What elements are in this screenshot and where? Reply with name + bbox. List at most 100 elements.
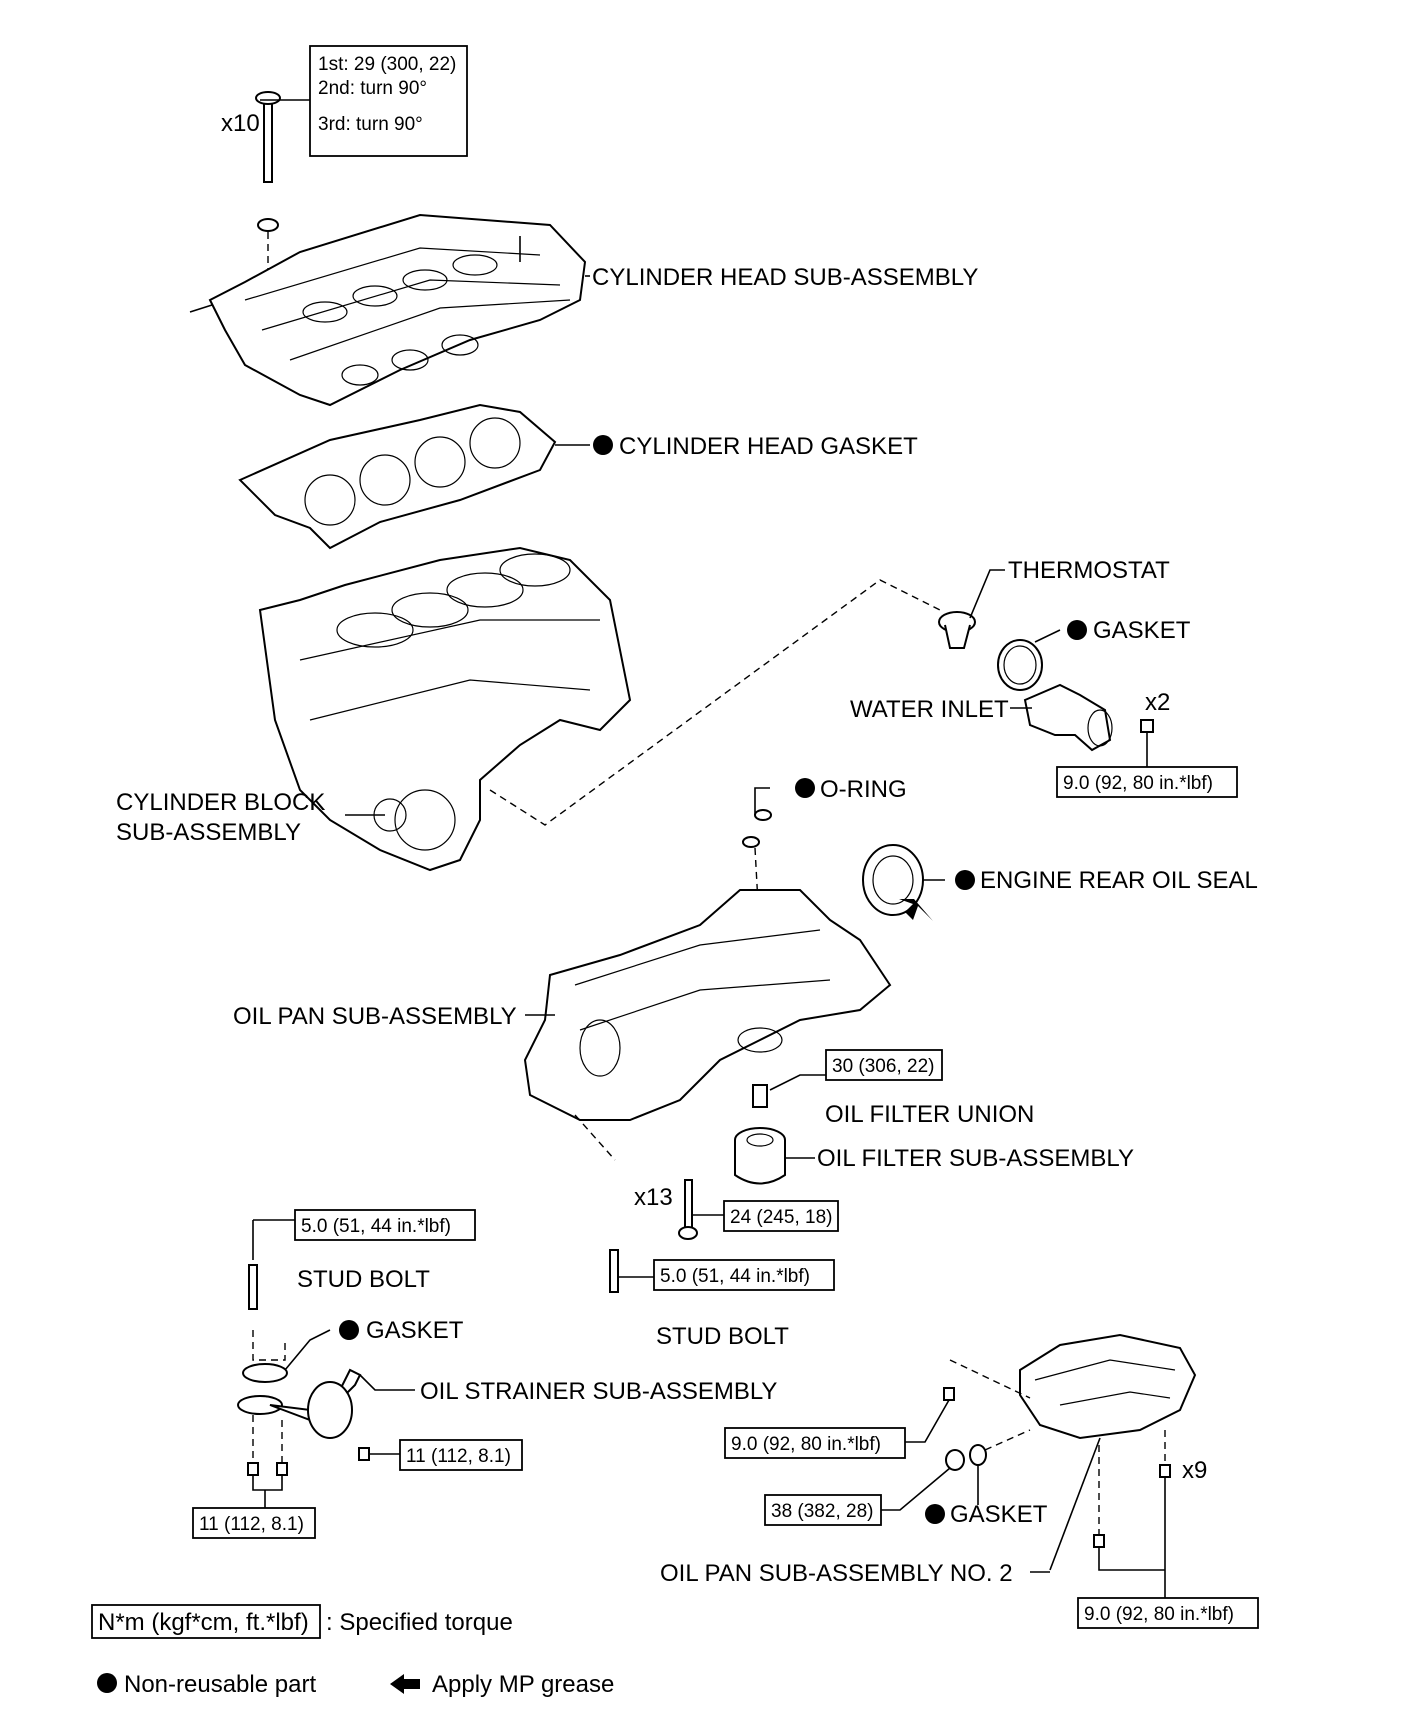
strainer-right-torque: 11 (112, 8.1)	[406, 1446, 511, 1467]
mp-grease-arrow-icon	[390, 1674, 420, 1694]
strainer-bottom-bolts	[247, 1462, 288, 1476]
oil-filter-union-label: OIL FILTER UNION	[825, 1101, 1034, 1128]
center-stud-torque: 5.0 (51, 44 in.*lbf)	[660, 1266, 810, 1287]
thermostat-drawing	[938, 611, 976, 649]
oil-filter-union-drawing	[752, 1084, 768, 1108]
thermostat-label: THERMOSTAT	[1008, 557, 1170, 584]
pan-bolt-torque-box: 24 (245, 18)	[723, 1200, 839, 1232]
strainer-right-bolt	[358, 1447, 370, 1461]
legend-nonreusable: Non-reusable part	[124, 1671, 316, 1698]
pan2-bottom-torque: 9.0 (92, 80 in.*lbf)	[1084, 1604, 1234, 1625]
legend: N*m (kgf*cm, ft.*lbf) : Specified torque…	[91, 1604, 614, 1698]
rear-oil-seal-nonreusable-mark	[955, 870, 975, 890]
cylinder-head-gasket-drawing	[238, 403, 557, 550]
pan2-left-bolt-leader	[905, 1399, 950, 1443]
legend-unit-text: N*m (kgf*cm, ft.*lbf)	[98, 1609, 309, 1636]
water-inlet-bolt	[1140, 719, 1154, 733]
strainer-gasket-drawing	[242, 1363, 288, 1383]
head-bolt-torque-box: 1st: 29 (300, 22) 2nd: turn 90° 3rd: tur…	[309, 45, 468, 157]
strainer-gasket-label: GASKET	[366, 1317, 464, 1344]
pan-bolt-drawing	[678, 1179, 698, 1240]
water-inlet-drawing	[1023, 683, 1113, 752]
drain-plug-leader	[880, 1467, 951, 1511]
oil-pan-no2-drawing	[1019, 1333, 1197, 1440]
head-gasket-label: CYLINDER HEAD GASKET	[619, 433, 918, 460]
center-stud-bolt-label: STUD BOLT	[656, 1323, 789, 1350]
strainer-bottom-torque-box: 11 (112, 8.1)	[192, 1507, 316, 1539]
strainer-bottom-torque: 11 (112, 8.1)	[199, 1514, 304, 1535]
pan-bolt-torque: 24 (245, 18)	[730, 1207, 832, 1228]
thermostat-gasket-drawing	[997, 639, 1043, 691]
strainer-gasket-leader	[284, 1329, 331, 1371]
bolt-washer	[257, 218, 279, 232]
head-bolt	[255, 91, 310, 183]
water-inlet-torque: 9.0 (92, 80 in.*lbf)	[1063, 773, 1213, 794]
nonreusable-dot-icon	[97, 1673, 117, 1693]
cylinder-head-drawing	[189, 213, 587, 407]
left-stud-torque-box: 5.0 (51, 44 in.*lbf)	[294, 1209, 476, 1241]
left-stud-bolt-drawing	[248, 1264, 258, 1310]
filter-union-torque-box: 30 (306, 22)	[825, 1049, 943, 1081]
water-inlet-torque-box: 9.0 (92, 80 in.*lbf)	[1056, 766, 1238, 798]
oil-pan-label: OIL PAN SUB-ASSEMBLY	[233, 1003, 517, 1030]
oil-strainer-leader	[359, 1374, 415, 1391]
torque-step-3: 3rd: turn 90°	[318, 114, 423, 135]
left-stud-bolt-label: STUD BOLT	[297, 1266, 430, 1293]
thermostat-leader	[969, 569, 1005, 619]
o-ring-label: O-RING	[820, 776, 907, 803]
head-bolt-count: x10	[221, 110, 260, 137]
water-inlet-bolt-count: x2	[1145, 689, 1170, 716]
mp-grease-arrow-icon	[899, 899, 933, 921]
rear-oil-seal-label: ENGINE REAR OIL SEAL	[980, 867, 1258, 894]
legend-grease: Apply MP grease	[432, 1671, 614, 1698]
thermostat-gasket-nonreusable-mark	[1067, 620, 1087, 640]
cylinder-block-label-line1: CYLINDER BLOCK	[116, 789, 325, 816]
drain-plug-drawing	[945, 1449, 965, 1471]
o-ring-top	[754, 809, 772, 821]
pan2-top-dashline	[949, 1359, 1031, 1399]
cylinder-block-label-line2: SUB-ASSEMBLY	[116, 819, 301, 846]
strainer-right-torque-box: 11 (112, 8.1)	[399, 1439, 523, 1471]
cylinder-head-label: CYLINDER HEAD SUB-ASSEMBLY	[592, 264, 978, 291]
oil-strainer-label: OIL STRAINER SUB-ASSEMBLY	[420, 1378, 777, 1405]
legend-unit-box	[91, 1604, 321, 1639]
strainer-dashline	[252, 1330, 286, 1361]
water-inlet-label: WATER INLET	[850, 696, 1009, 723]
strainer-gasket-nonreusable-mark	[339, 1320, 359, 1340]
drain-plug-gasket-drawing	[969, 1444, 987, 1466]
thermostat-gasket-leader	[1034, 629, 1061, 643]
pan2-bolt-count: x9	[1182, 1457, 1207, 1484]
oil-pan-no2-label: OIL PAN SUB-ASSEMBLY NO. 2	[660, 1560, 1013, 1587]
torque-step-1: 1st: 29 (300, 22)	[318, 54, 456, 75]
pan2-left-torque: 9.0 (92, 80 in.*lbf)	[731, 1434, 881, 1455]
head-gasket-nonreusable-mark	[593, 435, 613, 455]
left-stud-torque: 5.0 (51, 44 in.*lbf)	[301, 1216, 451, 1237]
o-ring-bottom	[742, 836, 760, 848]
drain-plug-torque: 38 (382, 28)	[771, 1501, 873, 1522]
oil-pan-drawing	[523, 889, 892, 1121]
center-stud-torque-box: 5.0 (51, 44 in.*lbf)	[653, 1259, 835, 1291]
torque-step-2: 2nd: turn 90°	[318, 78, 427, 99]
oil-filter-drawing	[734, 1127, 786, 1185]
pan-bolt-count: x13	[634, 1184, 673, 1211]
pan2-left-torque-box: 9.0 (92, 80 in.*lbf)	[724, 1427, 906, 1459]
oil-filter-label: OIL FILTER SUB-ASSEMBLY	[817, 1145, 1134, 1172]
o-ring-leader	[754, 787, 770, 815]
oil-pan-no2-leader	[1049, 1437, 1101, 1571]
pan2-bottom-bolts	[1093, 1464, 1171, 1548]
drain-gasket-label: GASKET	[950, 1501, 1048, 1528]
o-ring-nonreusable-mark	[795, 778, 815, 798]
center-stud-bolt-drawing	[609, 1249, 619, 1293]
pan2-left-bolt	[943, 1387, 955, 1401]
filter-union-torque: 30 (306, 22)	[832, 1056, 934, 1077]
thermostat-gasket-label: GASKET	[1093, 617, 1191, 644]
drain-gasket-nonreusable-mark	[925, 1504, 945, 1524]
oil-pan-bottom-dashline	[574, 1114, 616, 1161]
filter-union-leader	[769, 1074, 828, 1091]
pan2-bottom-torque-box: 9.0 (92, 80 in.*lbf)	[1077, 1597, 1259, 1629]
legend-unit-description: : Specified torque	[326, 1609, 513, 1636]
drain-plug-torque-box: 38 (382, 28)	[764, 1494, 882, 1526]
pan2-bottom-leader	[1098, 1547, 1165, 1571]
strainer-bottom-leader	[252, 1475, 283, 1491]
